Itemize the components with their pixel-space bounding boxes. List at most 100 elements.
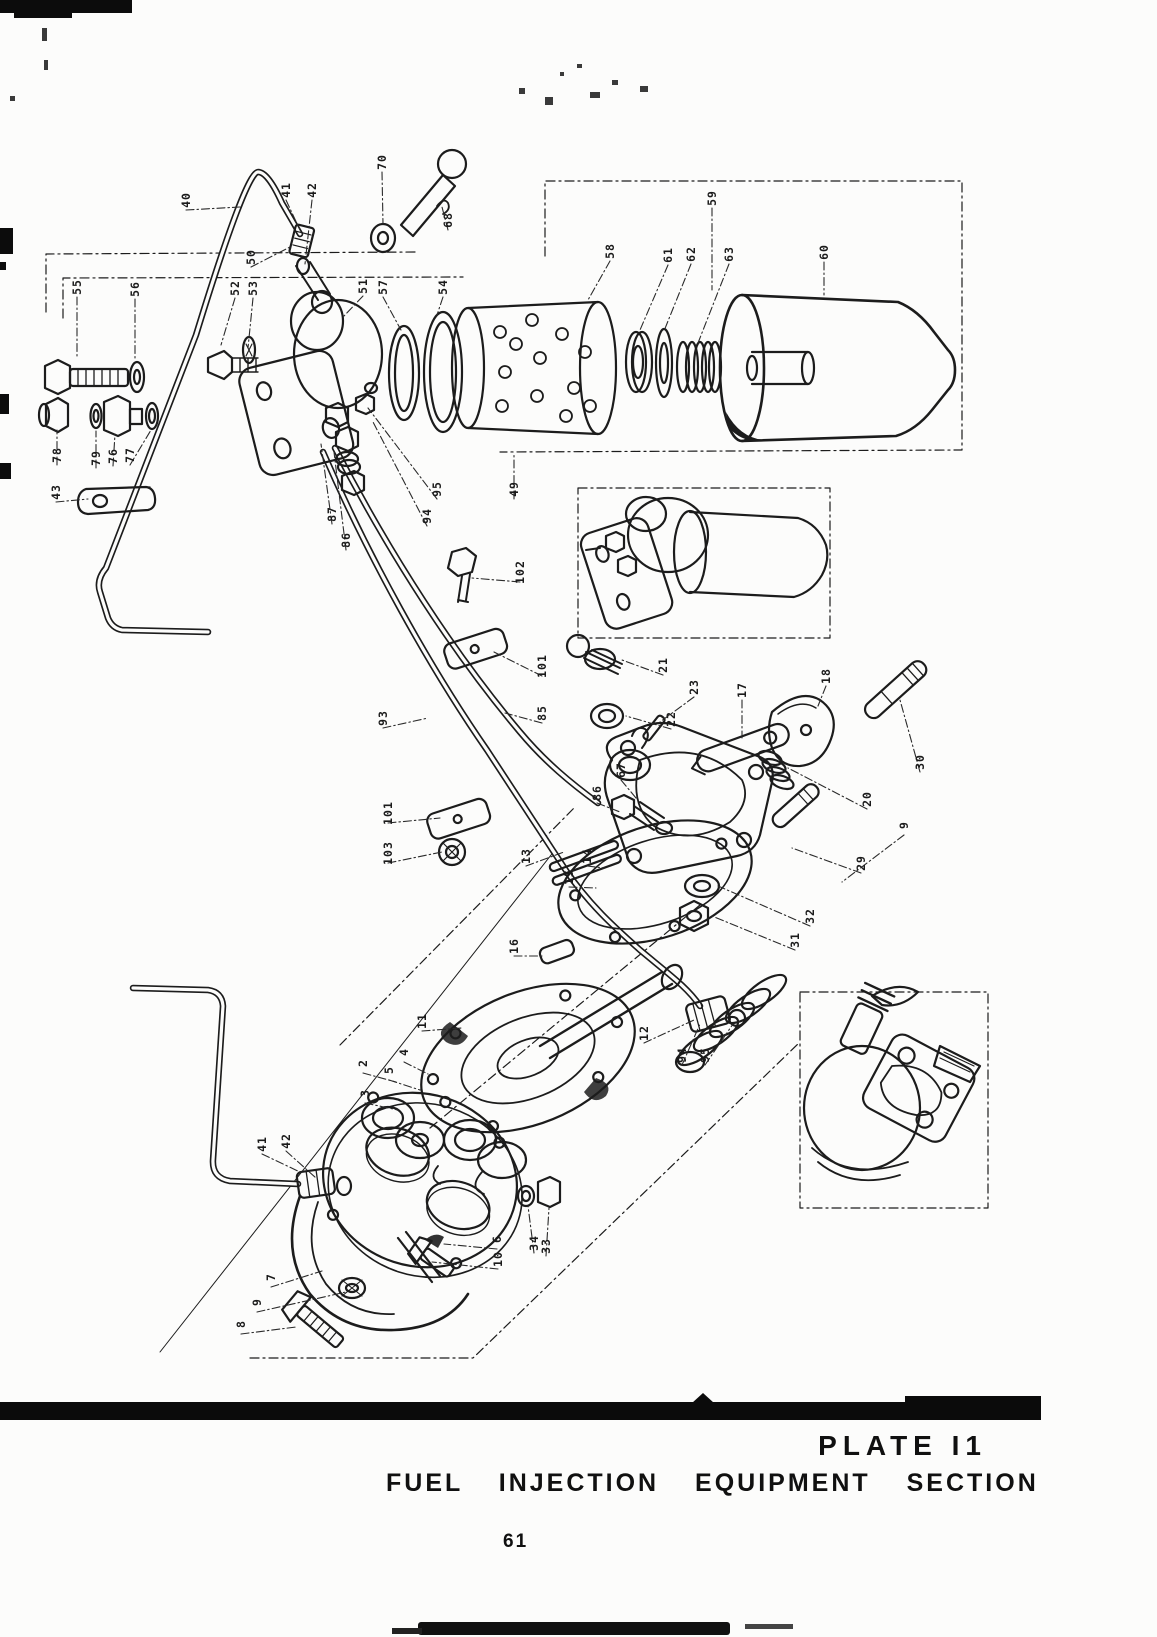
reference-line-solid — [159, 849, 556, 1353]
part-callout-86: 86 — [339, 532, 353, 548]
pump-upper-body-group — [557, 660, 928, 945]
part-callout-30: 30 — [913, 754, 927, 770]
part-callout-9: 9 — [897, 821, 911, 829]
caption-divider-bar — [0, 1402, 1041, 1420]
part-callout-56: 56 — [128, 281, 142, 297]
part-callout-11: 11 — [415, 1013, 429, 1029]
part-callout-14: 14 — [580, 848, 594, 864]
plate-title: PLATE I1 — [818, 1430, 987, 1461]
part-callout-7: 7 — [264, 1273, 278, 1281]
part-callout-23: 23 — [687, 679, 701, 695]
part-callout-57: 57 — [376, 279, 390, 295]
part-callout-93: 93 — [376, 710, 390, 726]
fuel-pipes — [95, 168, 704, 1188]
pump-gaskets — [538, 839, 622, 965]
part-callout-55: 55 — [70, 279, 84, 295]
part-callout-29: 29 — [854, 855, 868, 871]
scan-artifact — [590, 92, 600, 98]
part-callout-62: 62 — [684, 246, 698, 262]
scan-artifact — [560, 72, 564, 76]
scan-artifact — [14, 13, 72, 18]
section-title: FUEL INJECTION EQUIPMENT SECTION — [386, 1469, 1039, 1497]
part-callout-16: 16 — [507, 938, 521, 954]
scan-artifact — [0, 463, 11, 479]
caption-divider-notch — [692, 1393, 714, 1403]
pipe-clips — [426, 627, 509, 867]
pump-lower-body-group — [281, 1091, 562, 1349]
part-callout-9: 9 — [250, 1298, 264, 1306]
part-callout-51: 51 — [356, 278, 370, 294]
scan-artifact — [0, 262, 6, 270]
part-callout-15: 15 — [562, 869, 576, 885]
part-callout-79: 79 — [89, 450, 103, 466]
part-callout-6: 6 — [490, 1235, 504, 1243]
part-callout-52: 52 — [228, 280, 242, 296]
part-callout-103: 103 — [381, 841, 395, 865]
part-callout-33: 33 — [539, 1238, 553, 1254]
part-callout-53: 53 — [246, 280, 260, 296]
part-callout-70: 70 — [375, 154, 389, 170]
pipe-unions — [295, 995, 747, 1199]
part-callout-67: 67 — [614, 762, 628, 778]
scan-artifact — [418, 1622, 730, 1635]
part-callout-18: 18 — [819, 668, 833, 684]
part-callout-86: 86 — [590, 785, 604, 801]
part-callout-61: 61 — [661, 247, 675, 263]
part-callout-77: 77 — [123, 447, 137, 463]
filter-element-and-bowl — [387, 293, 957, 443]
part-callout-60: 60 — [817, 244, 831, 260]
part-callout-95: 95 — [698, 1047, 712, 1063]
scan-artifact — [519, 88, 525, 94]
part-callout-20: 20 — [860, 791, 874, 807]
part-callout-42: 42 — [305, 182, 319, 198]
part-callout-78: 78 — [50, 447, 64, 463]
reference-lines — [45, 180, 989, 1359]
part-callout-95: 95 — [430, 481, 444, 497]
part-callout-68: 68 — [441, 212, 455, 228]
part-callout-22: 22 — [664, 711, 678, 727]
scan-artifact — [392, 1628, 422, 1634]
part-callout-102: 102 — [513, 560, 527, 584]
scan-artifact — [545, 97, 553, 105]
part-callout-58: 58 — [603, 243, 617, 259]
part-callout-8: 8 — [234, 1320, 248, 1328]
scan-artifact — [0, 0, 132, 13]
part-callout-40: 40 — [179, 192, 193, 208]
caption-divider-blob — [905, 1396, 1041, 1406]
pipe-bracket — [76, 485, 157, 516]
part-callout-41: 41 — [255, 1136, 269, 1152]
part-callout-10: 10 — [491, 1251, 505, 1267]
fixing-bolt-102 — [446, 546, 478, 603]
callout-leader-lines — [55, 171, 921, 1335]
scan-artifact — [0, 394, 9, 414]
assembled-filter — [579, 495, 829, 630]
assembled-pump — [802, 981, 982, 1182]
part-callout-85: 85 — [535, 705, 549, 721]
part-callout-59: 59 — [705, 190, 719, 206]
part-callout-2: 2 — [356, 1059, 370, 1067]
scan-artifact — [44, 60, 48, 70]
scan-artifact — [612, 80, 618, 85]
scan-artifact — [42, 28, 47, 41]
part-callout-21: 21 — [656, 657, 670, 673]
part-callout-41: 41 — [279, 182, 293, 198]
part-callout-3: 3 — [358, 1089, 372, 1097]
bolt-70-group — [369, 148, 468, 254]
bolt-and-washers-group — [37, 358, 160, 438]
part-callout-63: 63 — [722, 246, 736, 262]
part-callout-32: 32 — [803, 908, 817, 924]
page-number: 61 — [503, 1531, 529, 1552]
part-callout-101: 101 — [381, 801, 395, 825]
part-callout-94: 94 — [420, 508, 434, 524]
scan-artifact — [745, 1624, 793, 1629]
part-callout-13: 13 — [519, 848, 533, 864]
part-callout-101: 101 — [535, 654, 549, 678]
part-callout-4: 4 — [397, 1048, 411, 1056]
part-callout-50: 50 — [244, 249, 258, 265]
part-callout-5: 5 — [382, 1066, 396, 1074]
scan-artifact — [640, 86, 648, 92]
part-callout-54: 54 — [436, 279, 450, 295]
part-callout-42: 42 — [279, 1133, 293, 1149]
